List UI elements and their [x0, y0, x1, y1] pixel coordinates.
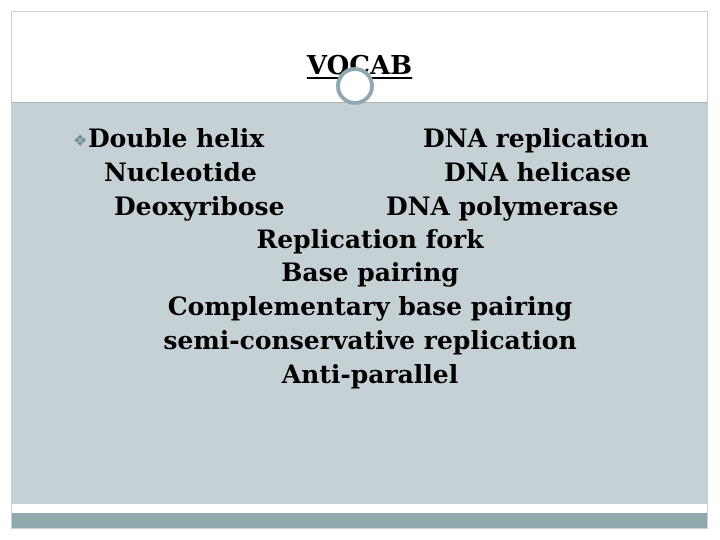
term-semi-conservative-replication: semi-conservative replication [163, 326, 577, 355]
term-base-pairing: Base pairing [281, 258, 459, 287]
footer-bar [12, 513, 707, 528]
term-complementary-base-pairing: Complementary base pairing [167, 292, 573, 321]
term-dna-helicase: DNA helicase [444, 158, 632, 187]
bullet-icon: ❖ [73, 131, 88, 150]
term-anti-parallel: Anti-parallel [281, 360, 459, 389]
term-nucleotide: Nucleotide [104, 158, 257, 187]
title-divider-circle [336, 67, 374, 105]
term-dna-polymerase: DNA polymerase [386, 192, 619, 221]
content-area [12, 102, 707, 504]
term-replication-fork: Replication fork [256, 225, 484, 254]
term-dna-replication: DNA replication [423, 124, 649, 153]
term-double-helix: Double helix [88, 124, 265, 153]
term-deoxyribose: Deoxyribose [114, 192, 285, 221]
